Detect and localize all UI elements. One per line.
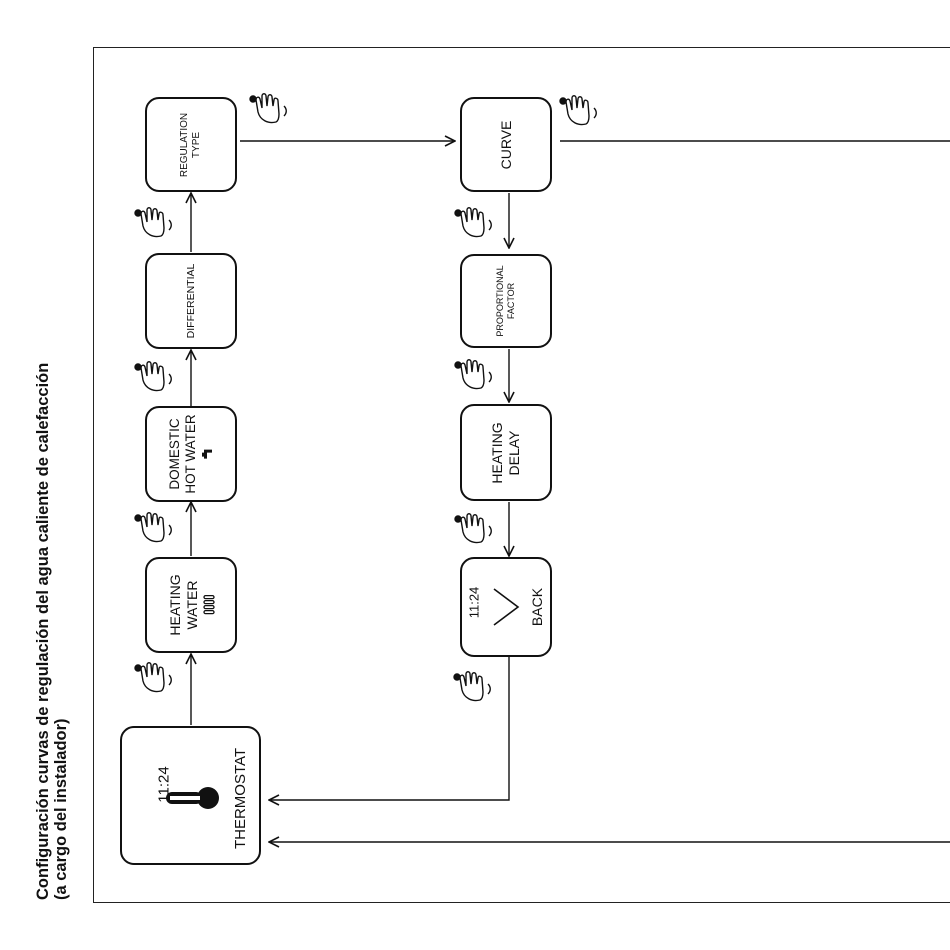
heading-line-2: (a cargo del instalador)	[52, 363, 70, 900]
heating-delay-line-2: DELAY	[506, 422, 523, 483]
back-label: BACK	[529, 588, 545, 626]
radiator-icon	[203, 595, 215, 615]
screen-back: 11:24 BACK	[460, 557, 552, 657]
regulation-type-line-1: REGULATION	[179, 112, 191, 176]
screen-differential: DIFFERENTIAL	[145, 253, 237, 349]
screen-domestic-hot-water: DOMESTIC HOT WATER	[145, 406, 237, 502]
proportional-factor-line-2: FACTOR	[506, 265, 517, 336]
hand-press-icon	[451, 200, 495, 244]
back-chevron-icon	[492, 587, 522, 627]
hand-press-icon	[451, 352, 495, 396]
faucet-icon	[201, 447, 215, 461]
differential-label: DIFFERENTIAL	[185, 264, 197, 339]
screen-regulation-type: REGULATION TYPE	[145, 97, 237, 192]
hand-press-icon	[556, 88, 600, 132]
back-time: 11:24	[466, 587, 481, 619]
screen-proportional-factor: PROPORTIONAL FACTOR	[460, 254, 552, 348]
proportional-factor-line-1: PROPORTIONAL	[495, 265, 506, 336]
hand-press-icon	[131, 655, 175, 699]
thermostat-label: THERMOSTAT	[232, 748, 249, 849]
screen-heating-delay: HEATING DELAY	[460, 404, 552, 501]
hand-press-icon	[246, 86, 290, 130]
heating-water-line-1: HEATING	[167, 574, 184, 635]
hand-press-icon	[131, 354, 175, 398]
heating-water-line-2: WATER	[184, 574, 201, 635]
hand-press-icon	[131, 200, 175, 244]
thermometer-icon	[162, 778, 222, 818]
hand-press-icon	[450, 664, 494, 708]
curve-label: CURVE	[498, 120, 514, 169]
heading-line-1: Configuración curvas de regulación del a…	[34, 363, 52, 900]
screen-heating-water: HEATING WATER	[145, 557, 237, 653]
regulation-type-line-2: TYPE	[191, 112, 203, 176]
heating-delay-line-1: HEATING	[489, 422, 506, 483]
hand-press-icon	[131, 505, 175, 549]
hand-press-icon	[451, 506, 495, 550]
dhw-line-1: DOMESTIC	[167, 414, 183, 493]
screen-curve: CURVE	[460, 97, 552, 192]
dhw-line-2: HOT WATER	[183, 414, 199, 493]
diagram-heading: Configuración curvas de regulación del a…	[34, 363, 70, 900]
screen-thermostat: 11:24 THERMOSTAT	[120, 726, 261, 865]
